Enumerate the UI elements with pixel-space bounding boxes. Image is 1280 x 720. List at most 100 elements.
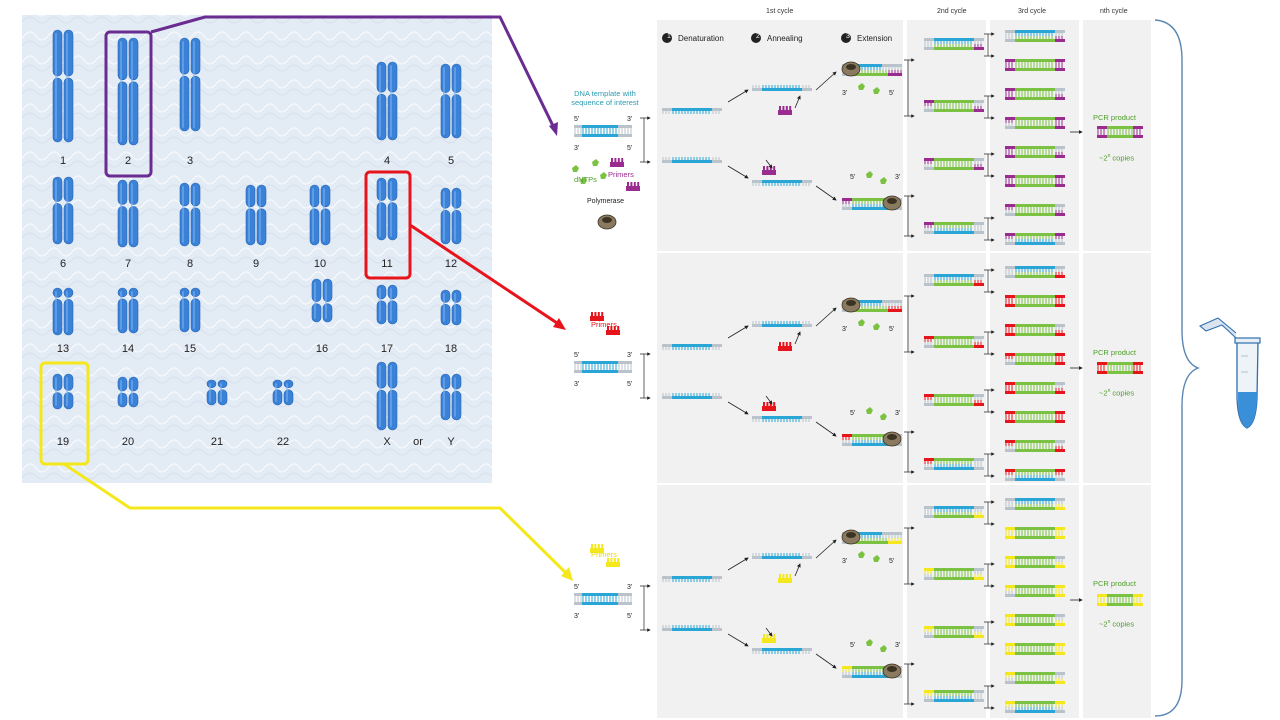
nth-product-row-1-top xyxy=(1097,126,1143,132)
cycle3-product-row-1-1-bottom xyxy=(1005,36,1065,42)
chromosome-label-17: 17 xyxy=(380,343,394,355)
cycle3-product-row-1-6-top xyxy=(1005,175,1065,181)
chromosome-21 xyxy=(206,379,228,406)
chromosome-label-19: 19 xyxy=(56,436,70,448)
annealing-bottom-row-2 xyxy=(752,416,812,422)
cycle3-product-row-3-4-bottom xyxy=(1005,591,1065,597)
chromosome-label-16: 16 xyxy=(315,343,329,355)
red-arrowhead xyxy=(553,318,566,330)
cycle2-product-row-2-2 xyxy=(924,336,984,348)
chromosome-22 xyxy=(272,379,294,406)
cycle3-product-row-3-1 xyxy=(1005,498,1065,510)
end-5-top-left-row-3: 5' xyxy=(574,584,580,591)
cycle2-product-row-2-1-bottom xyxy=(924,280,984,286)
cycle3-product-row-3-8 xyxy=(1005,701,1065,713)
chromosome-label-6: 6 xyxy=(59,258,67,270)
cycle3-product-row-3-2 xyxy=(1005,527,1065,539)
cycle2-fork-row-1-2 xyxy=(984,94,995,120)
chromosome-7 xyxy=(117,179,139,248)
template-dna-row-2-bottom xyxy=(574,367,632,373)
cycle3-product-row-3-6 xyxy=(1005,643,1065,655)
cycle2-product-row-2-4-bottom xyxy=(924,464,984,470)
ext-end-3-top-row-2: 3' xyxy=(842,326,848,333)
cycle3-product-row-2-3-bottom xyxy=(1005,330,1065,336)
highlight-chromosome-2 xyxy=(104,30,153,178)
cycle3-product-row-2-8 xyxy=(1005,469,1065,481)
cycle3-product-row-2-7-top xyxy=(1005,440,1065,446)
chromosome-label-21: 21 xyxy=(210,436,224,448)
nth-product-row-3 xyxy=(1097,594,1143,606)
end-5-top-left-row-2: 5' xyxy=(574,352,580,359)
cycle3-product-row-2-7-bottom xyxy=(1005,446,1065,452)
cycle2-product-row-3-3-top xyxy=(924,626,984,632)
chromosome-label-10: 10 xyxy=(313,258,327,270)
cycle2-product-row-3-1-top xyxy=(924,506,984,512)
cycle2-fork-row-2-3 xyxy=(984,388,995,414)
cycle2-product-row-2-3-top xyxy=(924,394,984,400)
denatured-top-row-1 xyxy=(662,108,722,114)
cycle3-product-row-2-7 xyxy=(1005,440,1065,452)
chromosome-label-x: X xyxy=(383,436,391,448)
ext-dntp-d-2 xyxy=(880,645,887,652)
cycle2-product-row-3-4 xyxy=(924,690,984,702)
ext-end-3-top-row-3: 3' xyxy=(842,558,848,565)
cycle3-product-row-2-6-top xyxy=(1005,411,1065,417)
template-dna-row-2 xyxy=(574,361,632,373)
cycle3-product-row-3-5-bottom xyxy=(1005,620,1065,626)
step-denaturation: Denaturation xyxy=(678,34,724,43)
cycle2-product-row-3-1 xyxy=(924,506,984,518)
karyotype-background xyxy=(22,15,492,483)
cycle2-product-row-1-3-top xyxy=(924,158,984,164)
copies-label-row-1: ~2n copies xyxy=(1099,153,1135,163)
cycle3-product-row-3-4-top xyxy=(1005,585,1065,591)
tube-icon xyxy=(1198,317,1261,429)
header-nth-cycle: nth cycle xyxy=(1100,8,1128,15)
cycle3-product-row-1-1-top xyxy=(1005,30,1065,36)
step-2-badge xyxy=(751,33,761,43)
cycle3-product-row-3-3 xyxy=(1005,556,1065,568)
end-3-bottom-left-row-3: 3' xyxy=(574,613,580,620)
cycle3-product-row-2-4-bottom xyxy=(1005,359,1065,365)
chromosome-label-3: 3 xyxy=(186,155,194,167)
ext-end-3-bottom-row-2: 3' xyxy=(895,410,901,417)
cycle3-product-row-1-8 xyxy=(1005,233,1065,245)
chromosome-label-9: 9 xyxy=(252,258,260,270)
cycle3-product-row-2-8-bottom xyxy=(1005,475,1065,481)
cycle3-product-row-1-3 xyxy=(1005,88,1065,100)
cycle2-fork-row-1-1 xyxy=(984,32,995,58)
cycle3-product-row-3-4 xyxy=(1005,585,1065,597)
cycle2-product-row-2-3-bottom xyxy=(924,400,984,406)
denatured-bottom-row-2 xyxy=(662,393,722,399)
end-3-top-right-row-1: 3' xyxy=(627,116,633,123)
template-dna-row-1-bottom xyxy=(574,131,632,137)
step-2-number: 2 xyxy=(756,33,760,40)
chromosome-17 xyxy=(376,284,398,325)
purple-connector-arrow xyxy=(150,15,557,131)
chromosome-4 xyxy=(376,61,398,141)
annealing-top-row-2 xyxy=(752,321,812,327)
pcr-row-2 xyxy=(574,266,1143,481)
cycle3-product-row-1-2-top xyxy=(1005,59,1065,65)
pcr-rows xyxy=(572,30,1143,713)
panel-3rd-cycle xyxy=(990,20,1079,718)
cycle3-product-row-3-2-bottom xyxy=(1005,533,1065,539)
end-5-top-left-row-1: 5' xyxy=(574,116,580,123)
cycle2-product-row-1-4-bottom xyxy=(924,228,984,234)
primers-label-row-3: Primers xyxy=(591,550,617,559)
cycle2-fork-row-1-3 xyxy=(984,152,995,178)
ext-end-3-top-row-1: 3' xyxy=(842,90,848,97)
chromosome-2 xyxy=(117,37,139,146)
arrow-denat-anneal-bottom-2 xyxy=(727,401,749,415)
ext-dntp-c-2 xyxy=(866,639,873,646)
extension-polymerase-top-1 xyxy=(841,61,861,77)
cycle3-product-row-3-3-bottom xyxy=(1005,562,1065,568)
cycle2-product-row-3-3-bottom xyxy=(924,632,984,638)
cycle2-product-row-2-1-top xyxy=(924,274,984,280)
fork-ext-top-3 xyxy=(904,526,915,586)
cycle3-product-row-1-4-top xyxy=(1005,117,1065,123)
chromosome-9 xyxy=(245,184,267,246)
cycle3-product-row-2-2-bottom xyxy=(1005,301,1065,307)
cycle3-product-row-1-5 xyxy=(1005,146,1065,158)
nth-product-row-2-bottom xyxy=(1097,368,1143,374)
end-5-bottom-right-row-3: 5' xyxy=(627,613,633,620)
